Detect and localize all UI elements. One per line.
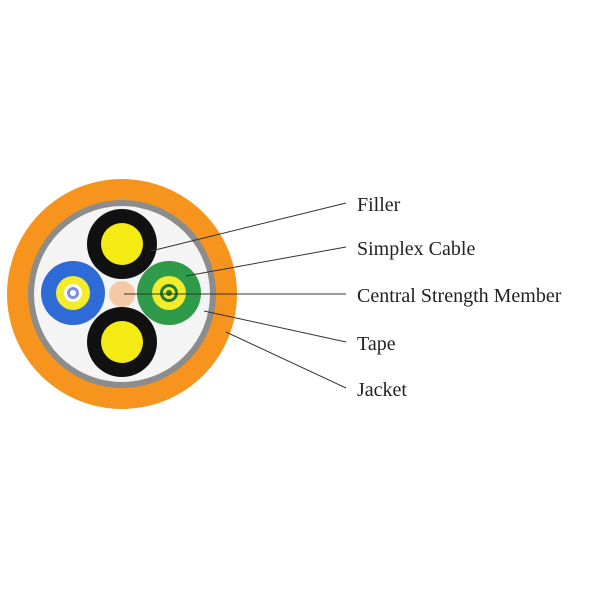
simplex-blue-fiber-center: [70, 290, 76, 296]
label-simplex-cable: Simplex Cable: [357, 238, 475, 260]
label-central-strength-member: Central Strength Member: [357, 285, 562, 307]
filler-top: [87, 209, 157, 279]
label-tape: Tape: [357, 333, 396, 355]
central-strength-member: [109, 281, 135, 307]
simplex-green-fiber-center: [166, 290, 172, 296]
label-filler: Filler: [357, 194, 401, 216]
leader-lines: [124, 202, 347, 389]
leader-filler: [150, 202, 347, 252]
label-jacket: Jacket: [357, 379, 407, 401]
simplex-cable-green: [137, 261, 201, 325]
filler-top-core: [101, 223, 143, 265]
leader-jacket: [225, 331, 347, 389]
cable-cross-section: [7, 179, 237, 409]
leader-simplex-cable: [185, 246, 347, 277]
simplex-cable-blue: [41, 261, 105, 325]
filler-bottom-core: [101, 321, 143, 363]
labels: Filler Simplex Cable Central Strength Me…: [357, 194, 562, 401]
filler-bottom: [87, 307, 157, 377]
leader-tape: [203, 310, 347, 343]
